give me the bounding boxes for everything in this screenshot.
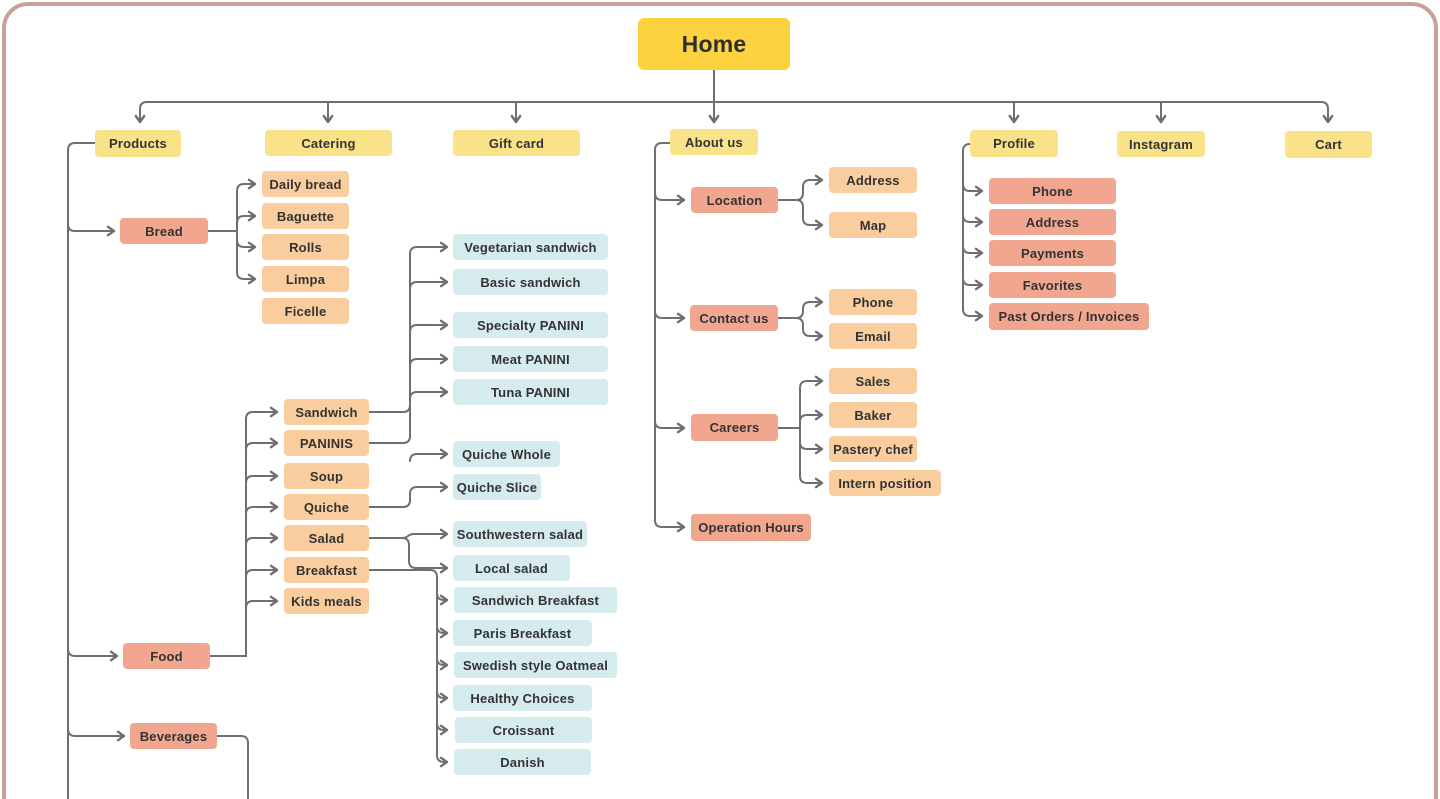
- node-kids-meals: Kids meals: [284, 588, 369, 614]
- node-products: Products: [95, 130, 181, 157]
- node-local-salad: Local salad: [453, 555, 570, 581]
- node-danish: Danish: [454, 749, 591, 775]
- node-pastery-chef: Pastery chef: [829, 436, 917, 462]
- node-about-us: About us: [670, 129, 758, 155]
- node-bread: Bread: [120, 218, 208, 244]
- node-basic-sandwich: Basic sandwich: [453, 269, 608, 295]
- node-address: Address: [829, 167, 917, 193]
- node-southwestern-salad: Southwestern salad: [453, 521, 587, 547]
- node-baguette: Baguette: [262, 203, 349, 229]
- node-croissant: Croissant: [455, 717, 592, 743]
- node-payments: Payments: [989, 240, 1116, 266]
- node-specialty-panini: Specialty PANINI: [453, 312, 608, 338]
- node-favorites: Favorites: [989, 272, 1116, 298]
- node-soup: Soup: [284, 463, 369, 489]
- node-swedish-style-oatmeal: Swedish style Oatmeal: [454, 652, 617, 678]
- node-baker: Baker: [829, 402, 917, 428]
- node-salad: Salad: [284, 525, 369, 551]
- node-quiche-whole: Quiche Whole: [453, 441, 560, 467]
- node-profile-address: Address: [989, 209, 1116, 235]
- node-operation-hours: Operation Hours: [691, 514, 811, 541]
- node-careers: Careers: [691, 414, 778, 441]
- node-sandwich: Sandwich: [284, 399, 369, 425]
- node-paris-breakfast: Paris Breakfast: [453, 620, 592, 646]
- node-contact-us: Contact us: [690, 305, 778, 331]
- node-rolls: Rolls: [262, 234, 349, 260]
- node-past-orders-invoices: Past Orders / Invoices: [989, 303, 1149, 330]
- node-sandwich-breakfast: Sandwich Breakfast: [454, 587, 617, 613]
- node-breakfast: Breakfast: [284, 557, 369, 583]
- node-meat-panini: Meat PANINI: [453, 346, 608, 372]
- node-healthy-choices: Healthy Choices: [453, 685, 592, 711]
- node-quiche: Quiche: [284, 494, 369, 520]
- node-cart: Cart: [1285, 131, 1372, 158]
- node-sales: Sales: [829, 368, 917, 394]
- node-quiche-slice: Quiche Slice: [453, 474, 541, 500]
- node-location: Location: [691, 187, 778, 213]
- node-profile: Profile: [970, 130, 1058, 157]
- node-profile-phone: Phone: [989, 178, 1116, 204]
- node-vegetarian-sandwich: Vegetarian sandwich: [453, 234, 608, 260]
- node-email: Email: [829, 323, 917, 349]
- node-food: Food: [123, 643, 210, 669]
- node-instagram: Instagram: [1117, 131, 1205, 157]
- node-phone: Phone: [829, 289, 917, 315]
- node-daily-bread: Daily bread: [262, 171, 349, 197]
- node-map: Map: [829, 212, 917, 238]
- node-home: Home: [638, 18, 790, 70]
- node-paninis: PANINIS: [284, 430, 369, 456]
- node-gift-card: Gift card: [453, 130, 580, 156]
- node-intern-position: Intern position: [829, 470, 941, 496]
- node-beverages: Beverages: [130, 723, 217, 749]
- node-ficelle: Ficelle: [262, 298, 349, 324]
- node-tuna-panini: Tuna PANINI: [453, 379, 608, 405]
- node-catering: Catering: [265, 130, 392, 156]
- node-limpa: Limpa: [262, 266, 349, 292]
